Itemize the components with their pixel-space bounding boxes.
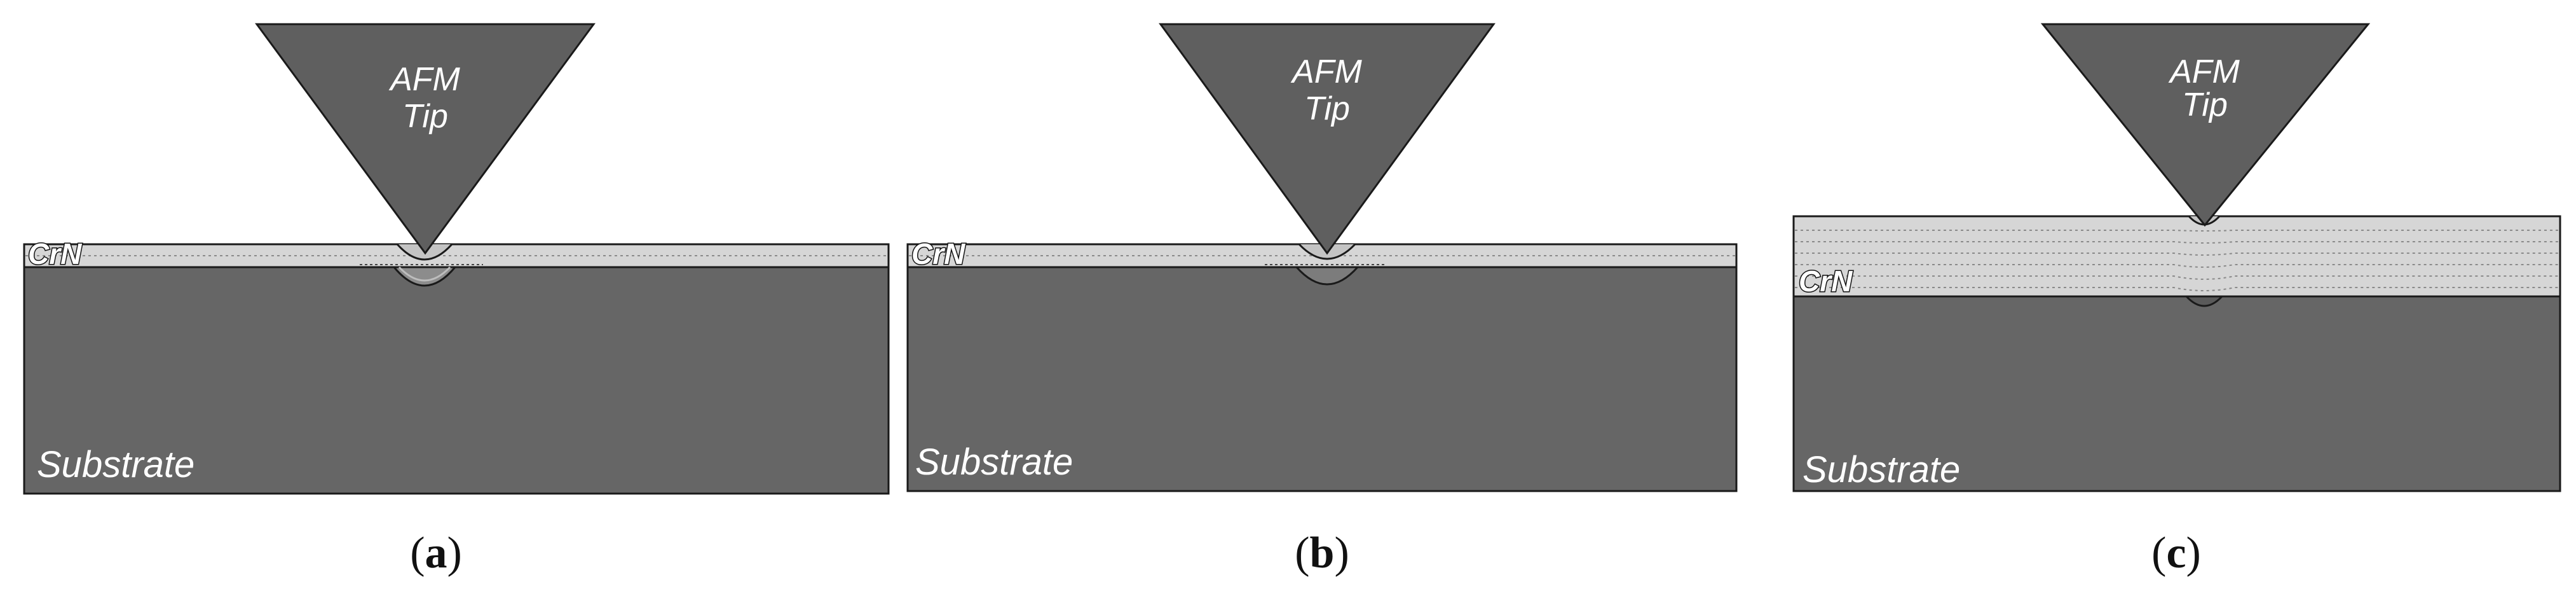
tip-label-line2-a: Tip — [402, 98, 448, 135]
substrate-b — [906, 266, 1738, 492]
caption-c: (c) — [2151, 529, 2201, 578]
afm-tip-a — [255, 23, 596, 255]
tip-label-line1-a: AFM — [388, 61, 460, 98]
afm-tip-c — [2040, 23, 2371, 227]
substrate-bulge-c — [2184, 295, 2225, 307]
plastic-zone-a — [398, 266, 451, 282]
afm-tip-b — [1159, 23, 1496, 255]
crn-label-a: CrN — [28, 237, 82, 270]
substrate-label-b: Substrate — [915, 441, 1073, 483]
tip-label-line1-b: AFM — [1290, 53, 1362, 90]
crn-film-c — [1792, 215, 2561, 298]
tip-label-line2-b: Tip — [1304, 90, 1350, 127]
substrate-label-c: Substrate — [1803, 449, 1960, 490]
tip-label-line2-c: Tip — [2182, 87, 2228, 123]
crn-label-b: CrN — [911, 237, 965, 270]
substrate-c — [1792, 295, 2561, 492]
panel-b: AFM Tip CrN Substrate (b) — [906, 23, 1738, 578]
panel-c: AFM Tip CrN Substrate (c) — [1792, 23, 2561, 578]
crn-label-c: CrN — [1799, 265, 1853, 298]
panel-a: AFM Tip CrN Substrate (a) — [23, 23, 890, 578]
substrate-a — [23, 266, 890, 495]
deformation-zone-a — [392, 266, 458, 287]
caption-b: (b) — [1295, 529, 1349, 578]
caption-a: (a) — [410, 529, 462, 578]
substrate-label-a: Substrate — [37, 444, 194, 485]
deformation-zone-b — [1294, 266, 1360, 286]
tip-label-line1-c: AFM — [2168, 53, 2240, 90]
